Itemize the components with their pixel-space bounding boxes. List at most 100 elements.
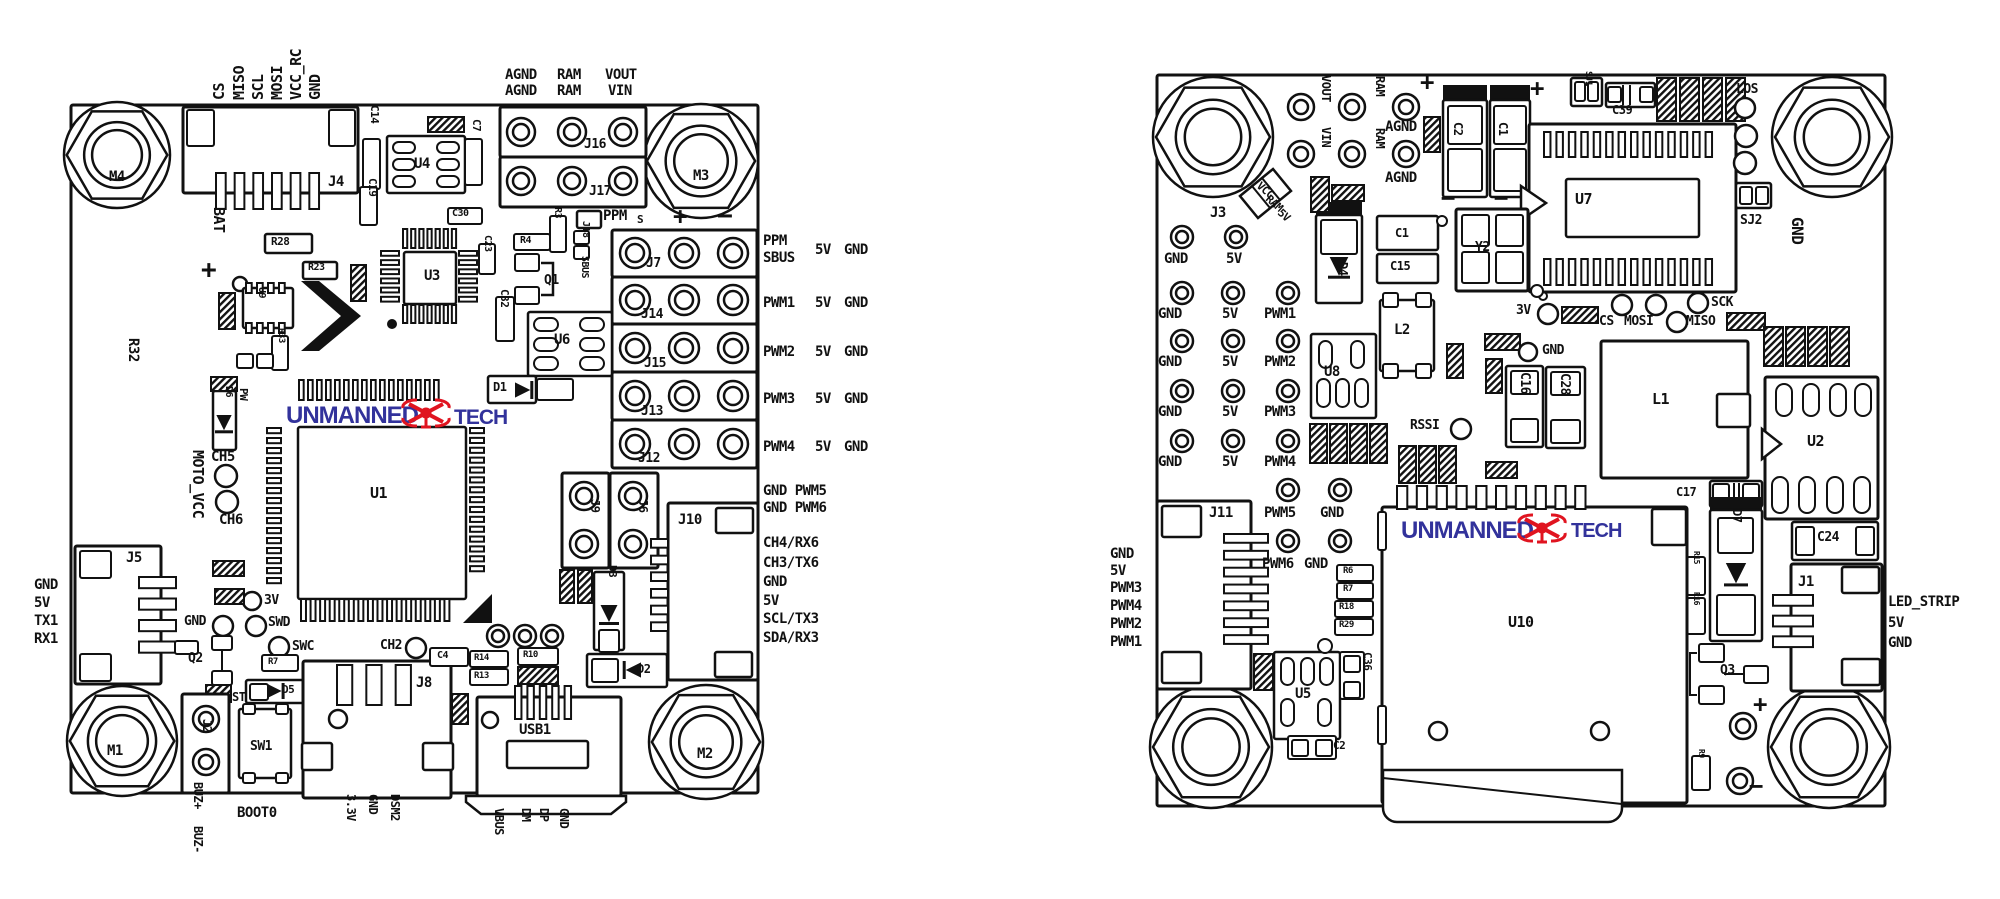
label-m1: M1 — [107, 743, 123, 759]
label-j2: J2 — [200, 719, 214, 733]
component-box — [1382, 363, 1399, 379]
plated-hole — [1292, 98, 1310, 116]
label-pwm5: PWM5 — [1264, 505, 1296, 521]
label-j1: J1 — [1798, 574, 1814, 590]
component-box — [1639, 86, 1654, 103]
smd-pad — [1300, 657, 1315, 686]
component-box — [1698, 643, 1725, 663]
pin-pad — [1514, 485, 1528, 510]
component-box — [1855, 526, 1875, 556]
mounting-hole — [1802, 107, 1862, 167]
mounting-hole — [1799, 717, 1859, 777]
plated-hole — [1174, 433, 1190, 449]
component-box — [713, 650, 754, 679]
label-j16: J16 — [584, 137, 606, 152]
label-sbus: SBUS — [763, 250, 795, 266]
label-buz+: BUZ+ — [191, 782, 205, 809]
component-box — [1336, 582, 1374, 600]
pin-pad — [361, 379, 368, 401]
smd-component — [1702, 77, 1723, 122]
plated-hole — [544, 628, 560, 644]
component-box — [301, 260, 339, 281]
label-usb1: USB1 — [519, 722, 551, 738]
label-5v: 5V — [1226, 251, 1242, 267]
label-u9: U9 — [256, 287, 267, 299]
pin-pad — [1223, 583, 1269, 595]
smd-component — [1418, 445, 1437, 484]
diode-cathode-bar — [1328, 275, 1350, 279]
pin-pad — [551, 685, 560, 720]
label-rx1: RX1 — [34, 631, 58, 647]
label-gnd: GND — [1158, 306, 1182, 322]
plated-hole — [624, 433, 646, 455]
diode-cathode-bar — [1724, 583, 1748, 587]
label-c1: C1 — [1496, 122, 1510, 136]
label-r32: R32 — [125, 338, 141, 362]
label-u10: U10 — [1508, 613, 1534, 631]
pad-hole — [211, 614, 235, 638]
smd-component — [218, 292, 236, 330]
pad-hole — [404, 636, 428, 660]
label-r10: R10 — [523, 650, 538, 660]
component-box — [1650, 507, 1688, 547]
label-cs: CS — [1599, 314, 1614, 329]
label-st: ST — [232, 690, 246, 704]
component-box — [1315, 739, 1333, 757]
label-c23: C23 — [482, 235, 493, 252]
smd-component — [1561, 306, 1599, 324]
pin-pad — [458, 259, 478, 266]
pad-hole — [1733, 123, 1759, 149]
label-j12: J12 — [638, 451, 660, 466]
component-box — [1795, 526, 1815, 556]
component-box — [236, 353, 254, 369]
plated-hole — [1225, 285, 1241, 301]
label-r3: R3 — [552, 207, 563, 219]
component-box — [1739, 186, 1753, 205]
outline-shape — [301, 281, 361, 351]
pin-pad — [1592, 258, 1602, 286]
pin-pad — [424, 598, 432, 622]
component-box — [464, 138, 483, 186]
label-c17: C17 — [1676, 485, 1697, 499]
label-j13: J13 — [641, 404, 663, 419]
pin-pad — [469, 496, 485, 504]
pin-pad — [1495, 485, 1508, 510]
component-box — [1840, 565, 1881, 595]
pin-pad — [469, 525, 485, 533]
component-box — [505, 739, 590, 770]
label-pwm1: PWM1 — [1110, 634, 1142, 650]
component-box — [211, 670, 233, 686]
pad-hole — [1517, 341, 1539, 363]
pin-pad — [245, 282, 253, 294]
label-sj1: SJ1 — [1583, 71, 1593, 86]
component-box — [181, 105, 360, 195]
pin-pad — [266, 467, 282, 475]
pin-pad — [380, 295, 400, 303]
smd-component — [1829, 326, 1850, 367]
plated-hole — [624, 242, 646, 264]
pin-pad — [402, 304, 409, 324]
smd-pad — [1318, 340, 1333, 369]
plated-hole — [623, 486, 643, 506]
component-box — [1447, 148, 1483, 192]
label-c1: C1 — [1395, 226, 1409, 240]
label-j11: J11 — [1209, 505, 1233, 521]
component-box — [1698, 685, 1725, 705]
smd-component — [1398, 445, 1417, 484]
label-c16: C16 — [1517, 372, 1532, 394]
pin-pad — [458, 286, 478, 294]
pin-pad — [1567, 258, 1577, 286]
pin-pad — [1692, 258, 1701, 286]
pin-pad — [563, 685, 573, 720]
component-box — [598, 629, 620, 653]
smd-component — [1763, 326, 1784, 367]
smd-component — [1349, 423, 1368, 464]
drone-logo-icon — [1517, 513, 1567, 544]
label-pwm1: PWM1 — [1264, 306, 1296, 322]
component-box — [1320, 219, 1358, 255]
label-r18: R18 — [1339, 602, 1354, 612]
diode-symbol — [215, 415, 233, 434]
label-miso: MISO — [1686, 314, 1716, 329]
label-gnd: GND — [306, 74, 324, 100]
pad-hole — [1686, 291, 1710, 315]
